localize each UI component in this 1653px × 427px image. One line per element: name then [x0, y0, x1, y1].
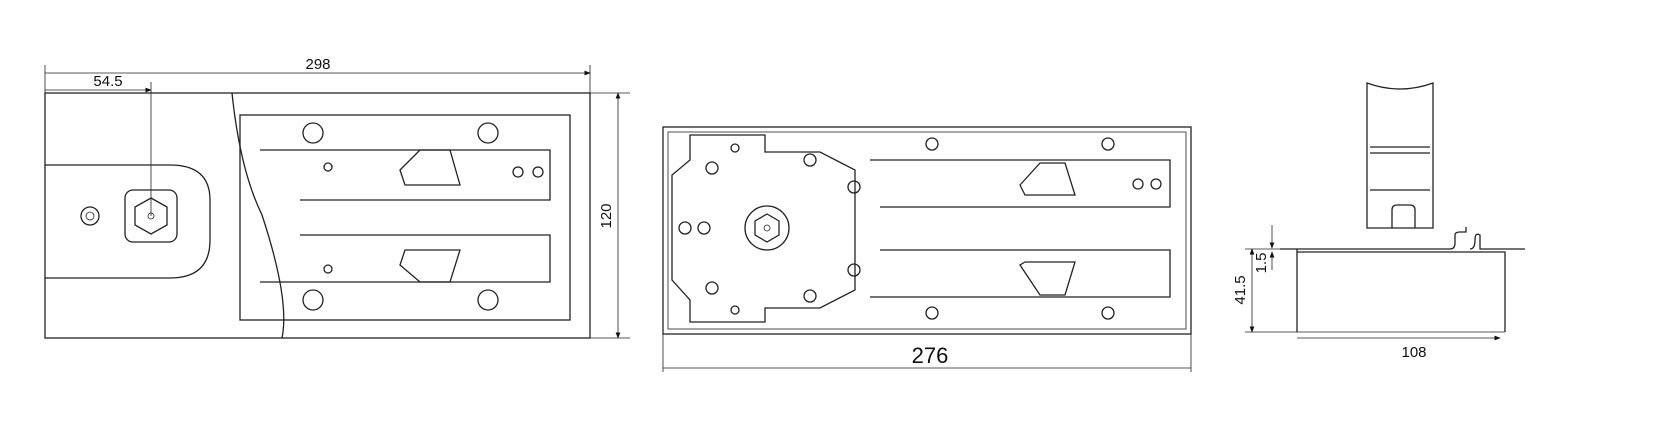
dim-298: 298 [305, 56, 330, 73]
top-view-mechanism: 276 [662, 126, 1192, 372]
dim-120: 120 [598, 203, 615, 228]
dim-108: 108 [1401, 344, 1426, 361]
dim-276: 276 [912, 343, 949, 368]
dim-1-5: 1.5 [1253, 253, 1270, 274]
top-view-with-cover: 298 54.5 120 [44, 56, 630, 339]
dim-41-5: 41.5 [1232, 275, 1249, 304]
side-section-view: 41.5 1.5 108 [1232, 82, 1525, 361]
dim-54-5: 54.5 [93, 73, 122, 90]
